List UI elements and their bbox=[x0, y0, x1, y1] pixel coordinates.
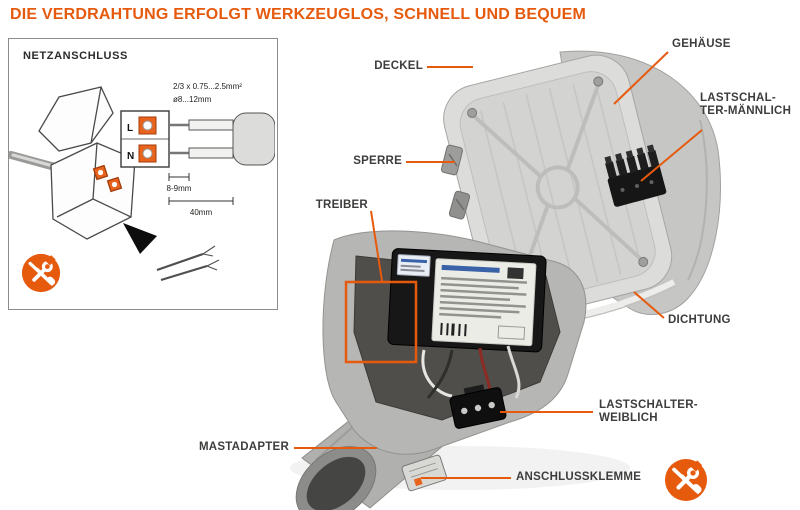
anschlussklemme-block bbox=[401, 454, 448, 492]
driver-main-label bbox=[431, 258, 537, 347]
callout-sperre: SPERRE bbox=[353, 155, 402, 167]
stripped-wire-tip bbox=[206, 259, 220, 271]
no-tools-icon bbox=[665, 459, 707, 501]
stripped-wires-drawing bbox=[156, 245, 220, 282]
insulated-conductor bbox=[188, 147, 234, 159]
terminal-n-label: N bbox=[127, 151, 134, 162]
cable-sheath bbox=[232, 112, 275, 166]
inset-title: NETZANSCHLUSS bbox=[23, 50, 128, 62]
leader-gehaeuse bbox=[613, 51, 669, 105]
connector-body-edges bbox=[56, 142, 132, 218]
callout-anschlussklemme: ANSCHLUSSKLEMME bbox=[516, 471, 642, 483]
stripped-wire bbox=[156, 252, 204, 272]
connector-housing-drawing bbox=[9, 86, 136, 240]
cable-spec-line2: ø8...12mm bbox=[173, 95, 212, 104]
leader-lastschalter-maennlich bbox=[640, 129, 703, 182]
driver-side-label bbox=[396, 254, 431, 277]
leader-dichtung bbox=[633, 291, 665, 319]
callout-mastadapter: MASTADAPTER bbox=[198, 441, 289, 453]
connector-terminal-hole bbox=[97, 169, 104, 176]
terminal-hole-l bbox=[142, 120, 153, 131]
dimension-lines bbox=[168, 173, 234, 205]
terminal-l-label: L bbox=[127, 123, 133, 134]
cable-detail bbox=[169, 112, 275, 166]
callout-lastschalter-weiblich: LASTSCHALTER- WEIBLICH bbox=[599, 399, 698, 425]
connector-teeth bbox=[605, 150, 660, 179]
mains-connection-inset: NETZANSCHLUSS L N bbox=[8, 38, 278, 310]
lastschalter-maennlich-connector bbox=[604, 144, 667, 207]
driver-label-barcode bbox=[440, 322, 467, 337]
callout-line: LASTSCHAL- bbox=[700, 92, 776, 104]
terminal-block-detail: L N bbox=[120, 110, 170, 168]
treiber-driver bbox=[387, 248, 547, 353]
connector-pins bbox=[620, 180, 654, 192]
page-title: DIE VERDRAHTUNG ERFOLGT WERKZEUGLOS, SCH… bbox=[10, 6, 587, 23]
connector-teeth-caps bbox=[604, 144, 655, 165]
callout-dichtung: DICHTUNG bbox=[668, 314, 731, 326]
insulated-conductor bbox=[188, 119, 234, 131]
callout-deckel: DECKEL bbox=[374, 60, 423, 72]
internal-wires bbox=[421, 345, 521, 401]
cable-spec-line1: 2/3 x 0.75...2.5mm² bbox=[173, 82, 242, 91]
dim-total-length-label: 40mm bbox=[190, 208, 213, 217]
callout-lastschalter-maennlich: LASTSCHAL- TER-MÄNNLICH bbox=[700, 92, 791, 118]
sperre-clips bbox=[440, 144, 471, 220]
callout-gehaeuse: GEHÄUSE bbox=[672, 38, 731, 50]
connector-lid-edge bbox=[90, 86, 102, 144]
incoming-cable-core bbox=[11, 153, 55, 168]
callout-line: WEIBLICH bbox=[599, 412, 658, 424]
terminal-hole-n bbox=[142, 148, 153, 159]
treiber-highlight-box bbox=[344, 280, 418, 364]
lastschalter-weiblich-connector bbox=[449, 384, 507, 429]
callout-line: TER-MÄNNLICH bbox=[700, 105, 792, 117]
leader-treiber bbox=[370, 210, 383, 282]
leader-lines bbox=[294, 51, 703, 479]
dim-strip-length-label: 8-9mm bbox=[167, 184, 192, 193]
stripped-wire-tip bbox=[202, 245, 216, 257]
callout-treiber: TREIBER bbox=[315, 199, 368, 211]
no-tools-icon bbox=[21, 253, 61, 293]
mains-connection-drawing: L N 8-9mm 40mm 2/3 x 0.75...2.5mm² ø8...… bbox=[9, 82, 275, 293]
stripped-wire bbox=[160, 264, 208, 282]
mastadapter-opening bbox=[295, 446, 377, 510]
connector-terminal-hole bbox=[111, 181, 118, 188]
callout-line: LASTSCHALTER- bbox=[599, 399, 698, 411]
insert-direction-arrow bbox=[123, 223, 157, 254]
connector-open-lid bbox=[38, 86, 114, 152]
